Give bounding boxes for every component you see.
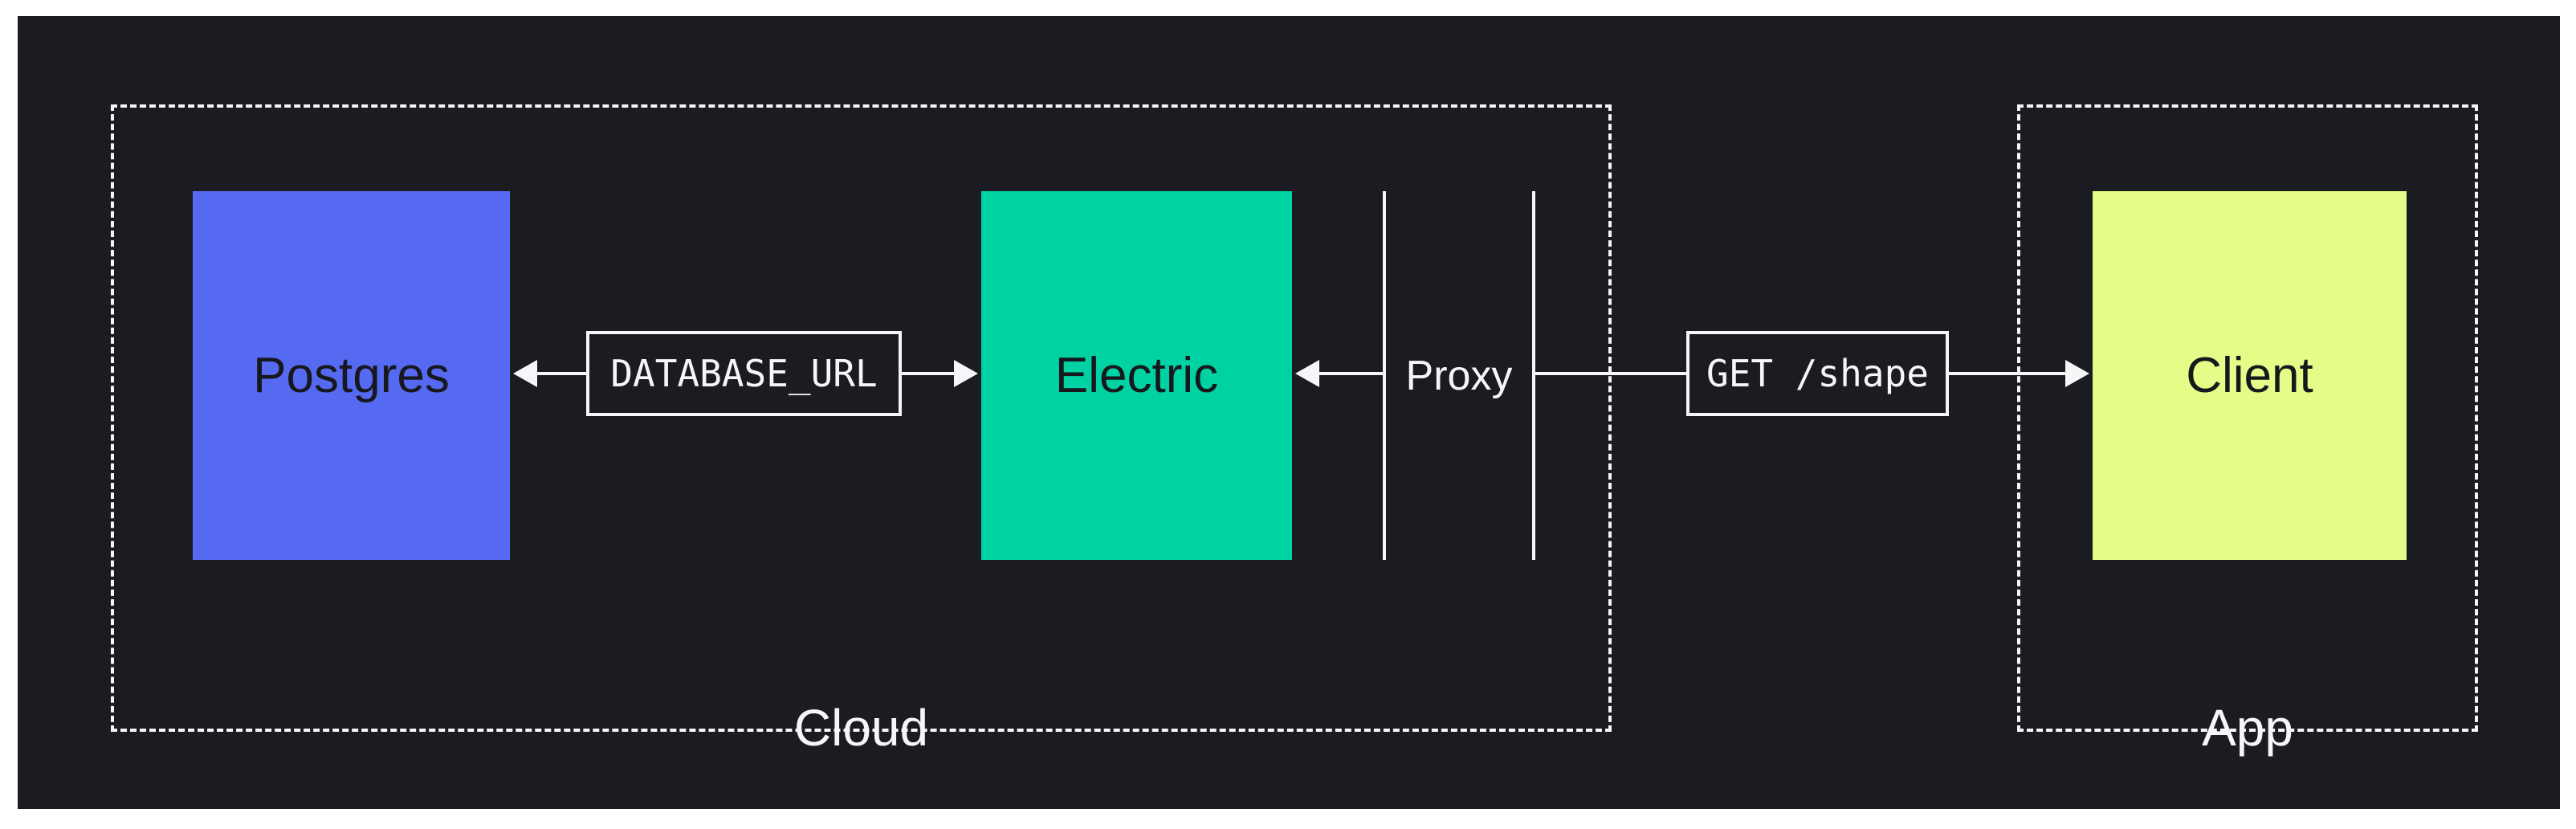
cloud-group-boundary: Cloud <box>111 104 1612 753</box>
app-group-label: App <box>2202 699 2293 757</box>
diagram-canvas: Cloud App Postgres Electric Client DATAB… <box>18 16 2560 809</box>
get-shape-label-box: GET /shape <box>1686 331 1949 416</box>
proxy-line-right <box>1532 191 1535 560</box>
database-url-label-box: DATABASE_URL <box>586 331 902 416</box>
app-group-boundary: App <box>2017 104 2478 753</box>
shaft-proxy-get-shape <box>1535 372 1686 375</box>
database-url-label: DATABASE_URL <box>610 352 878 395</box>
arrowhead-into-client <box>2065 360 2089 387</box>
postgres-node-label: Postgres <box>253 347 450 403</box>
shaft-database-url-electric <box>902 372 956 375</box>
postgres-node: Postgres <box>193 191 510 560</box>
arrowhead-into-electric <box>954 360 978 387</box>
shaft-get-shape-client <box>1949 372 2067 375</box>
proxy-label: Proxy <box>1405 352 1513 399</box>
cloud-group-label: Cloud <box>793 699 929 757</box>
proxy-zone: Proxy <box>1386 191 1532 560</box>
client-node-label: Client <box>2186 347 2313 403</box>
arrowhead-into-postgres <box>513 360 537 387</box>
get-shape-label: GET /shape <box>1706 352 1929 395</box>
shaft-postgres-database-url <box>536 372 586 375</box>
arrowhead-into-electric-right <box>1295 360 1319 387</box>
shaft-electric-proxy <box>1318 372 1383 375</box>
electric-node-label: Electric <box>1054 347 1219 403</box>
electric-node: Electric <box>981 191 1292 560</box>
proxy-line-left <box>1383 191 1386 560</box>
client-node: Client <box>2093 191 2407 560</box>
